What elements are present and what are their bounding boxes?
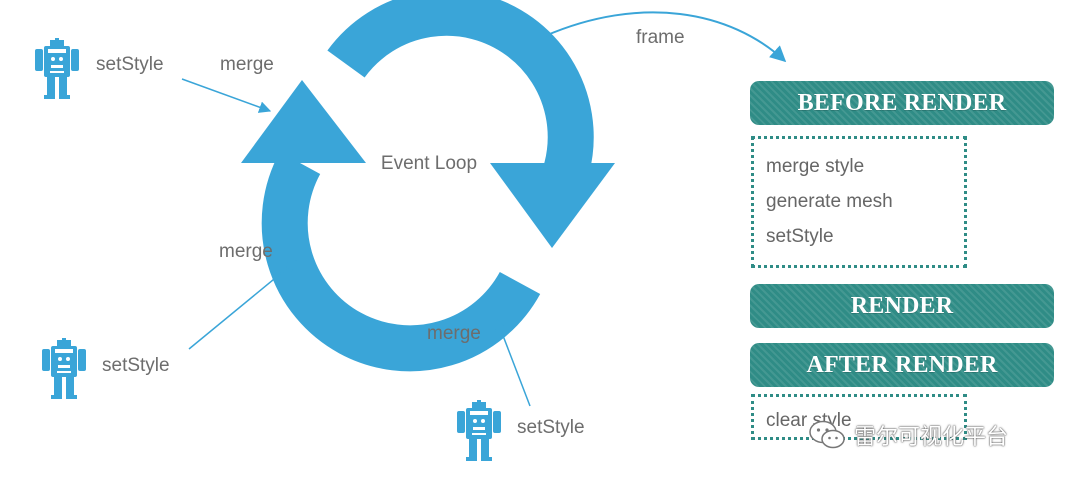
actor-1-call-label: setStyle — [96, 54, 164, 75]
watermark: 雷尔可视化平台 — [808, 416, 1008, 454]
frame-label: frame — [636, 27, 685, 48]
step-generate-mesh: generate mesh — [766, 191, 893, 212]
frame-arrow — [544, 11, 787, 63]
wechat-icon — [809, 420, 845, 449]
event-loop-cycle — [241, 0, 615, 372]
actor-3-call-label: setStyle — [517, 417, 585, 438]
step-set-style: setStyle — [766, 226, 834, 247]
actor-1-merge-label: merge — [220, 54, 274, 75]
robot-icon — [457, 400, 501, 461]
after-render-steps: clear style — [751, 394, 967, 440]
before-render-header: BEFORE RENDER — [750, 81, 1054, 125]
loop-arrowhead-down — [490, 163, 615, 248]
watermark-text: 雷尔可视化平台 — [854, 425, 1009, 450]
actor-2-call-label: setStyle — [102, 355, 170, 376]
actor-2-merge-arrow — [188, 260, 297, 350]
loop-arrowhead-up — [241, 80, 366, 163]
actor-3-merge-label: merge — [427, 323, 481, 344]
actor-3-merge-arrow — [495, 318, 531, 407]
actor-2-merge-label: merge — [219, 241, 273, 262]
step-merge-style: merge style — [766, 156, 865, 177]
loop-arc-left — [261, 152, 541, 372]
render-title: RENDER — [850, 292, 954, 319]
before-render-title: BEFORE RENDER — [797, 89, 1007, 116]
robot-icon — [42, 338, 86, 399]
after-render-header: AFTER RENDER — [750, 343, 1054, 387]
render-header: RENDER — [750, 284, 1054, 328]
loop-arc-right — [327, 0, 594, 224]
event-loop-label: Event Loop — [381, 153, 477, 174]
robot-icon — [35, 38, 79, 99]
actor-1-merge-arrow — [181, 78, 272, 113]
before-render-steps: merge style generate mesh setStyle — [751, 136, 967, 268]
after-render-title: AFTER RENDER — [806, 351, 998, 378]
